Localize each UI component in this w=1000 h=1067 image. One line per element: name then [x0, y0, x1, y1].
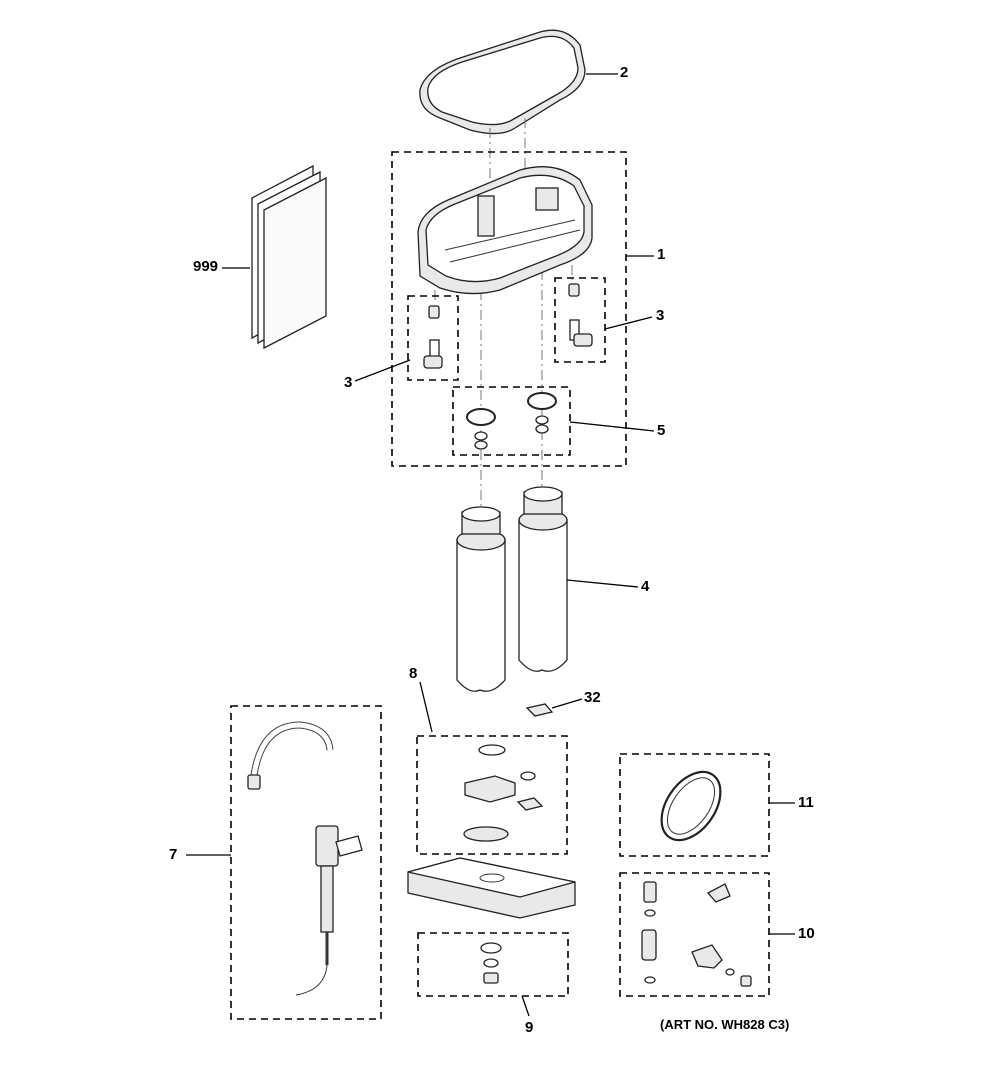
callout-999: 999	[193, 258, 219, 275]
callout-3-right: 3	[656, 307, 665, 324]
leader-9	[521, 995, 530, 1017]
callout-32: 32	[584, 689, 601, 706]
fitting-3-right	[568, 283, 593, 347]
box-9	[417, 932, 569, 997]
manifold-housing	[417, 166, 593, 295]
callout-10: 10	[798, 925, 815, 942]
callout-2: 2	[620, 64, 629, 81]
kit-9-parts	[480, 942, 502, 984]
leader-3-left	[354, 359, 411, 382]
clip-32	[525, 703, 554, 717]
leader-32	[551, 698, 583, 709]
art-number: (ART NO. WH828 C3)	[660, 1017, 790, 1032]
leader-5	[569, 421, 655, 432]
box-11	[619, 753, 770, 857]
box-5	[452, 386, 571, 456]
leader-4	[566, 579, 639, 588]
filter-cartridges-4	[456, 486, 568, 692]
kit-8-parts	[463, 744, 544, 842]
part-2-cover	[419, 29, 618, 135]
callout-7: 7	[169, 846, 178, 863]
o-rings-5	[466, 392, 557, 450]
callout-11: 11	[798, 794, 814, 811]
kit-10-parts	[641, 881, 752, 987]
faucet-7	[247, 721, 363, 996]
callout-9: 9	[525, 1019, 534, 1036]
callout-4: 4	[641, 578, 650, 595]
box-7	[230, 705, 382, 1020]
callout-8: 8	[409, 665, 418, 682]
part-999-manual	[222, 164, 327, 350]
callout-3-left: 3	[344, 374, 353, 391]
callout-1: 1	[657, 246, 666, 263]
box-8	[416, 735, 568, 855]
leader-8	[419, 681, 433, 733]
ring-11	[660, 770, 722, 842]
mounting-base	[407, 857, 576, 919]
box-3-right	[554, 277, 606, 363]
box-3-left	[407, 295, 459, 381]
fitting-3-left	[423, 305, 443, 369]
box-1	[391, 151, 627, 467]
leader-3-right	[604, 316, 653, 330]
callout-5: 5	[657, 422, 666, 439]
